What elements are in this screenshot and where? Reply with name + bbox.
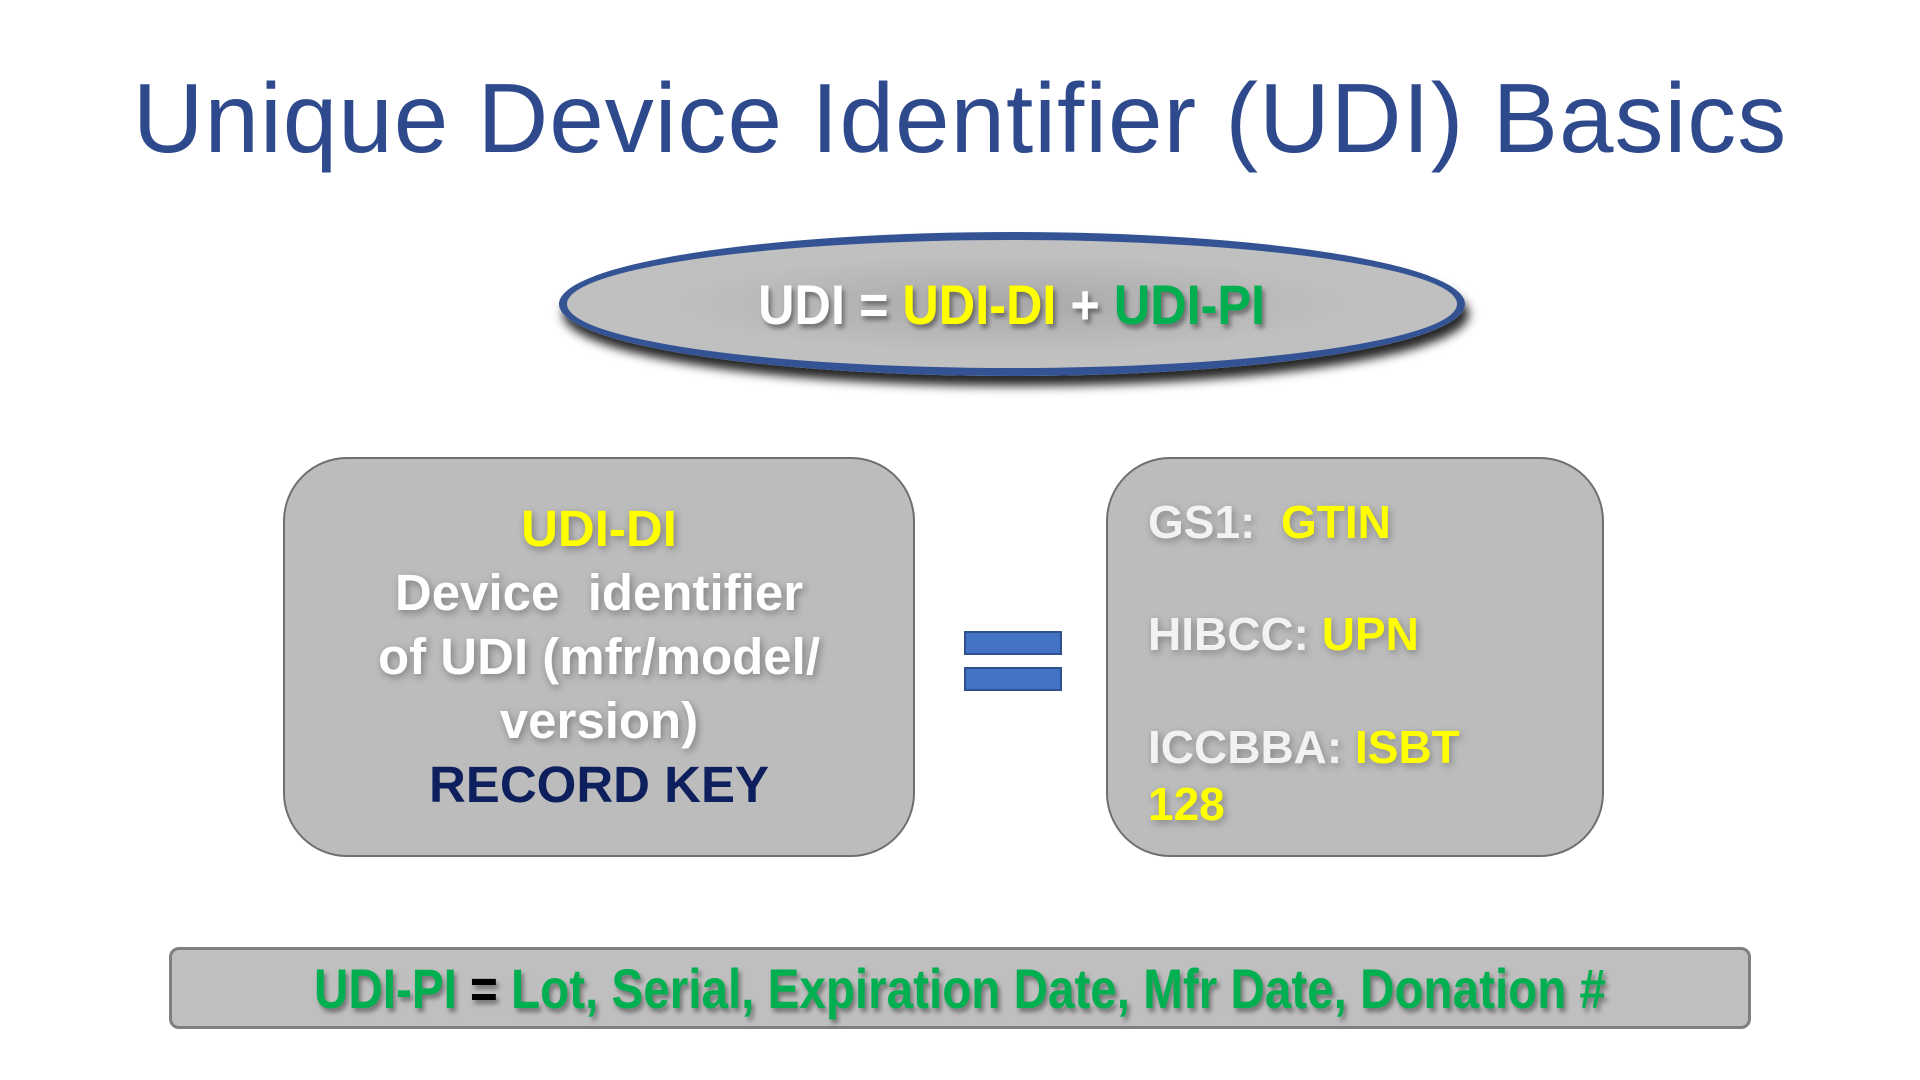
agency-code: GTIN [1280, 496, 1391, 548]
equals-bar-bottom [964, 667, 1062, 691]
equals-bar-top [964, 631, 1062, 655]
udi-pi-term: UDI-PI [1114, 272, 1266, 336]
agency-hibcc: HIBCC: UPN [1148, 607, 1419, 661]
udi-di-term: UDI-DI [902, 272, 1057, 336]
record-key: RECORD KEY [428, 756, 770, 813]
agency-code: UPN [1321, 608, 1419, 660]
udi-equation-ellipse: UDI = UDI-DI + UDI-PI [559, 232, 1465, 376]
agency-iccbba: ICCBBA: ISBT 128 [1148, 719, 1460, 833]
udi-di-box: UDI-DI Device identifier of UDI (mfr/mod… [283, 457, 915, 857]
agency-code: ISBT [1354, 721, 1460, 773]
slide-title: Unique Device Identifier (UDI) Basics [132, 63, 1788, 173]
udi-di-desc-line3: version) [499, 692, 699, 749]
udi-di-heading: UDI-DI [521, 500, 677, 557]
agency-name: HIBCC: [1148, 608, 1322, 660]
udi-di-desc-line2: of UDI (mfr/model/ [378, 628, 820, 685]
udi-pi-label: UDI-PI [313, 956, 457, 1020]
equals-sign: = [456, 956, 512, 1020]
plus-sign: + [1056, 272, 1115, 336]
udi-equation: UDI = UDI-DI + UDI-PI [759, 272, 1266, 337]
agency-name: ICCBBA: [1148, 721, 1355, 773]
udi-term: UDI [758, 272, 846, 336]
equals-sign: = [845, 272, 903, 336]
agency-code-continued: 128 [1148, 778, 1225, 830]
agency-gs1: GS1: GTIN [1148, 495, 1391, 549]
udi-pi-items: Lot, Serial, Expiration Date, Mfr Date, … [511, 956, 1607, 1020]
udi-pi-bar: UDI-PI = Lot, Serial, Expiration Date, M… [169, 947, 1751, 1029]
udi-pi-definition: UDI-PI = Lot, Serial, Expiration Date, M… [314, 956, 1606, 1021]
agency-name: GS1: [1148, 496, 1281, 548]
issuing-agencies-box: GS1: GTIN HIBCC: UPN ICCBBA: ISBT 128 [1106, 457, 1604, 857]
udi-di-desc-line1: Device identifier [394, 564, 804, 621]
